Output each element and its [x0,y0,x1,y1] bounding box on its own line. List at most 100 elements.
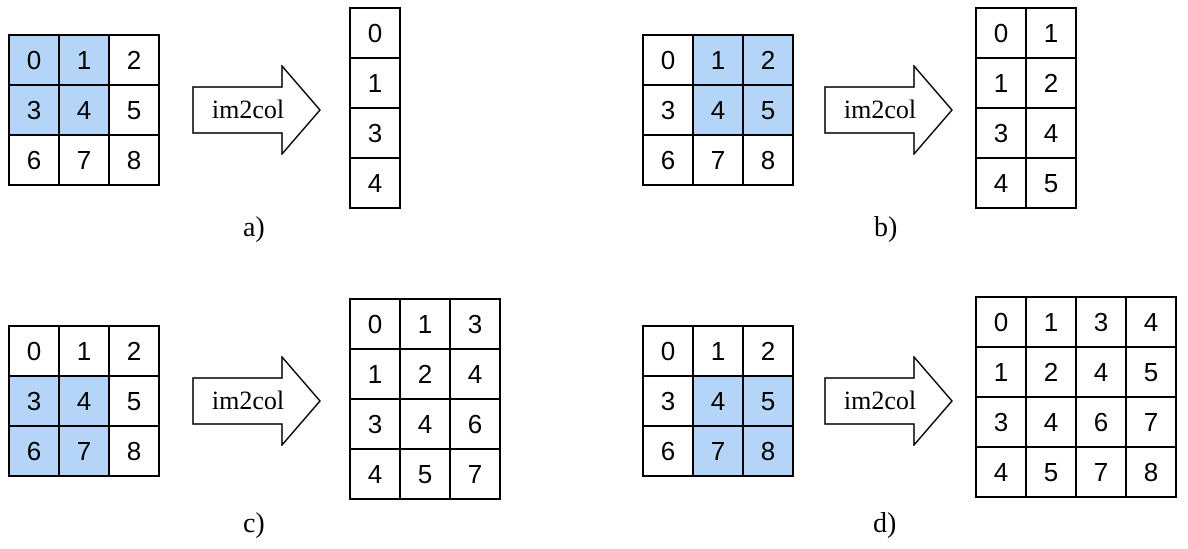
right-arrow-icon [824,356,953,446]
output-matrix-cell: 3 [975,396,1027,448]
input-matrix-cell: 1 [692,34,744,86]
input-matrix-cell: 2 [108,34,160,86]
input-matrix-cell: 3 [8,84,60,136]
right-arrow-icon [824,65,953,155]
input-matrix-cell: 5 [108,375,160,427]
output-matrix-cell: 2 [399,348,451,400]
input-matrix-cell: 4 [58,84,110,136]
input-matrix-cell: 6 [642,425,694,477]
output-matrix-cell: 4 [1025,107,1077,159]
input-matrix-cell: 2 [742,34,794,86]
right-arrow-icon [192,356,321,446]
panel-caption: c) [243,508,265,539]
input-matrix-cell: 2 [742,325,794,377]
output-matrix-cell: 4 [975,157,1027,209]
input-matrix-cell: 1 [58,34,110,86]
output-matrix-cell: 5 [399,448,451,500]
input-matrix-cell: 6 [642,134,694,186]
output-matrix-cell: 7 [1125,396,1177,448]
output-matrix-cell: 4 [449,348,501,400]
input-matrix-cell: 3 [642,84,694,136]
input-matrix-cell: 5 [108,84,160,136]
input-matrix-cell: 0 [8,325,60,377]
output-matrix-cell: 4 [349,448,401,500]
output-matrix-cell: 3 [449,298,501,350]
input-matrix-cell: 8 [108,134,160,186]
input-matrix-cell: 0 [642,325,694,377]
output-matrix-cell: 1 [1025,296,1077,348]
output-matrix-cell: 8 [1125,446,1177,498]
right-arrow-icon [192,65,321,155]
output-matrix-cell: 4 [399,398,451,450]
input-matrix-cell: 6 [8,425,60,477]
output-matrix-cell: 7 [449,448,501,500]
input-matrix-cell: 8 [108,425,160,477]
output-matrix-cell: 5 [1025,446,1077,498]
output-matrix-cell: 0 [975,296,1027,348]
input-matrix-cell: 4 [58,375,110,427]
panel-caption: d) [873,508,897,539]
output-matrix-cell: 1 [399,298,451,350]
input-matrix-cell: 5 [742,84,794,136]
input-matrix-cell: 4 [692,375,744,427]
input-matrix-cell: 3 [642,375,694,427]
output-matrix-cell: 1 [1025,7,1077,59]
output-matrix-cell: 1 [975,57,1027,109]
output-matrix-cell: 4 [975,446,1027,498]
input-matrix-cell: 7 [692,134,744,186]
output-matrix-cell: 7 [1075,446,1127,498]
output-matrix-cell: 1 [975,346,1027,398]
input-matrix-cell: 0 [8,34,60,86]
output-matrix-cell: 5 [1125,346,1177,398]
input-matrix-cell: 1 [58,325,110,377]
output-matrix-cell: 1 [349,57,401,109]
input-matrix-cell: 7 [58,134,110,186]
output-matrix-cell: 2 [1025,57,1077,109]
arrow-label: im2col [211,95,285,124]
arrow-label: im2col [843,95,917,124]
input-matrix-cell: 3 [8,375,60,427]
input-matrix-cell: 1 [692,325,744,377]
input-matrix-cell: 5 [742,375,794,427]
arrow-label: im2col [211,386,285,415]
input-matrix-cell: 2 [108,325,160,377]
output-matrix-cell: 3 [975,107,1027,159]
input-matrix-cell: 0 [642,34,694,86]
output-matrix-cell: 0 [349,7,401,59]
arrow-label: im2col [843,386,917,415]
output-matrix-cell: 4 [1075,346,1127,398]
input-matrix-cell: 7 [692,425,744,477]
im2col-arrow: im2col [192,65,322,155]
im2col-arrow: im2col [824,356,954,446]
output-matrix-row: 1 [349,57,401,109]
output-matrix-cell: 3 [1075,296,1127,348]
output-matrix-cell: 3 [349,107,401,159]
input-matrix-cell: 7 [58,425,110,477]
